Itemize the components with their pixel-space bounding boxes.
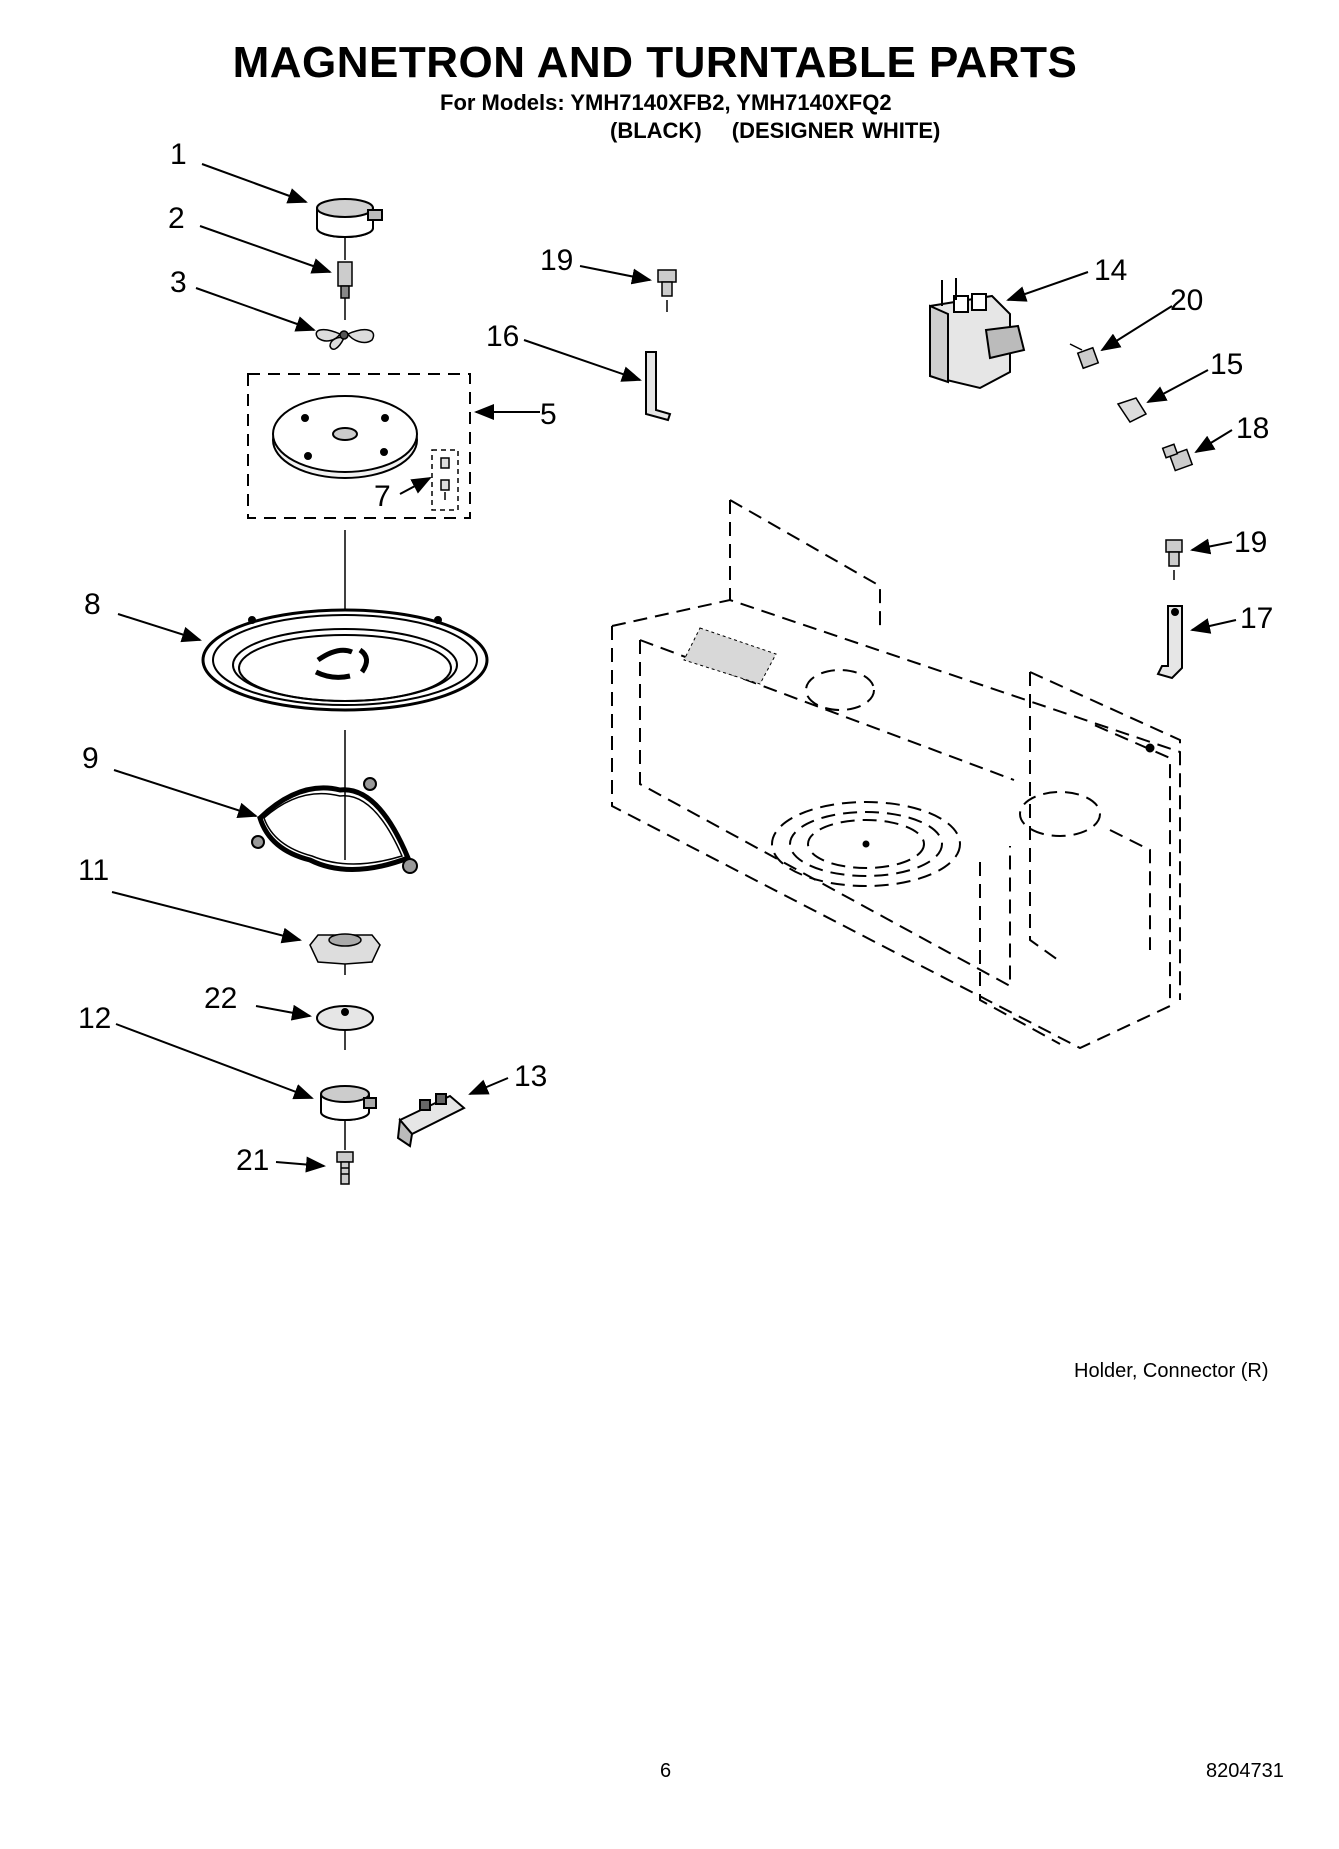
- turntable-motor-screw-part: [336, 1151, 354, 1185]
- callout-labels: 1 2 3 5 7 8 9 11 22 12 21 13 19 16 14 20…: [78, 138, 1273, 1177]
- document-number: 8204731: [1206, 1760, 1284, 1782]
- callout-1: 1: [170, 138, 187, 171]
- model-variants: (BLACK) (DESIGNER WHITE): [610, 118, 962, 144]
- footnote: Holder, Connector (R): [1074, 1360, 1269, 1382]
- connector-holder-right-part: [1116, 397, 1148, 423]
- callout-17: 17: [1240, 602, 1273, 635]
- turntable-motor-part: [320, 1085, 377, 1121]
- right-bracket-part: [1156, 605, 1183, 680]
- callout-15: 15: [1210, 348, 1243, 381]
- callout-22: 22: [204, 982, 237, 1015]
- drive-coupler-part: [309, 933, 381, 965]
- callout-12: 12: [78, 1002, 111, 1035]
- callout-5: 5: [540, 398, 557, 431]
- callout-arrows: [111, 163, 1237, 1173]
- page-number: 6: [660, 1760, 672, 1782]
- fan-blade-part: [315, 328, 375, 351]
- model-numbers: For Models: YMH7140XFB2, YMH7140XFQ2: [440, 90, 892, 115]
- connector-holder-part: [396, 1093, 466, 1148]
- callout-7: 7: [374, 480, 391, 513]
- holder-screw-part: [1161, 443, 1194, 472]
- variant-black: (BLACK): [610, 118, 702, 143]
- page-title: MAGNETRON AND TURNTABLE PARTS: [232, 38, 1078, 87]
- bracket-part: [645, 351, 672, 422]
- callout-20: 20: [1170, 284, 1203, 317]
- magnetron-screw-part: [1069, 343, 1100, 370]
- cavity-vent-grille: [683, 627, 1155, 848]
- coupler-part: [337, 261, 353, 299]
- callout-13: 13: [514, 1060, 547, 1093]
- callout-18: 18: [1236, 412, 1269, 445]
- callout-19-top: 19: [540, 244, 573, 277]
- callout-16: 16: [486, 320, 519, 353]
- kit-screws-part: [431, 449, 459, 511]
- cover-kit-box: [247, 373, 471, 519]
- callout-8: 8: [84, 588, 101, 621]
- callout-11: 11: [78, 854, 109, 887]
- mounting-screw-part: [657, 269, 677, 312]
- microwave-cavity-outline: [611, 499, 1181, 1050]
- magnetron-part: [929, 278, 1026, 390]
- magnetron-fan-motor-part: [316, 198, 383, 238]
- roller-support-ring-part: [251, 777, 418, 874]
- glass-turntable-tray-part: [201, 608, 489, 712]
- callout-2: 2: [168, 202, 185, 235]
- callout-9: 9: [82, 742, 99, 775]
- bracket-screw-part: [1165, 539, 1183, 580]
- variant-designer-white: (DESIGNER WHITE): [731, 118, 941, 143]
- callout-19-right: 19: [1234, 526, 1267, 559]
- callout-21: 21: [236, 1144, 269, 1177]
- washer-part: [316, 1005, 374, 1031]
- callout-3: 3: [170, 266, 187, 299]
- callout-14: 14: [1094, 254, 1127, 287]
- stirrer-cover-plate-part: [272, 395, 418, 479]
